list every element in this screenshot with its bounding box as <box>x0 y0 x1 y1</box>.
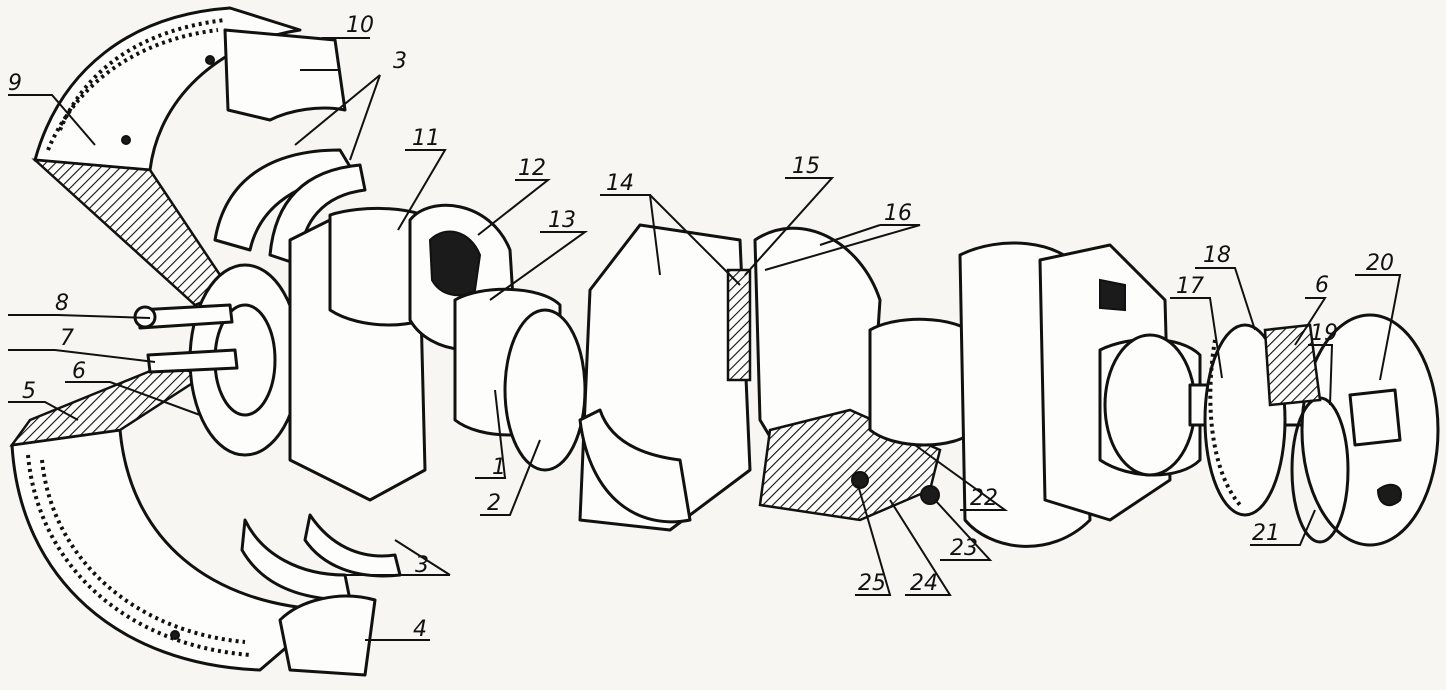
callout-12: 12 <box>518 156 546 181</box>
callout-22: 22 <box>970 486 998 511</box>
callout-16: 16 <box>884 201 912 226</box>
callout-24: 24 <box>910 571 938 596</box>
callout-23: 23 <box>950 536 978 561</box>
callout-5: 5 <box>22 379 36 404</box>
callout-17: 17 <box>1176 274 1204 299</box>
callout-6-left: 6 <box>72 359 86 384</box>
callout-19: 19 <box>1310 321 1338 346</box>
callout-2: 2 <box>487 491 501 516</box>
crankshaft <box>188 203 1440 548</box>
callout-4: 4 <box>413 617 427 642</box>
callout-18: 18 <box>1203 243 1231 268</box>
callout-9: 9 <box>8 71 22 96</box>
callout-11: 11 <box>412 126 440 151</box>
callout-6-right: 6 <box>1315 273 1329 298</box>
callout-15: 15 <box>792 154 820 179</box>
callout-3-upper: 3 <box>393 49 407 74</box>
callout-3-lower: 3 <box>415 553 429 578</box>
callout-21: 21 <box>1252 521 1280 546</box>
callout-10: 10 <box>346 13 374 38</box>
callout-14: 14 <box>606 171 634 196</box>
leader-lines <box>8 37 1402 641</box>
callout-25: 25 <box>858 571 886 596</box>
callout-1: 1 <box>492 455 506 480</box>
callout-8: 8 <box>55 291 69 316</box>
callout-labels: 1 2 3 3 4 5 6 6 7 8 9 10 11 12 13 14 15 … <box>8 13 1394 642</box>
flywheel-lower-half <box>9 363 332 672</box>
callout-20: 20 <box>1366 251 1394 276</box>
callout-13: 13 <box>548 208 576 233</box>
callout-7: 7 <box>60 326 74 351</box>
bolts <box>133 303 239 374</box>
